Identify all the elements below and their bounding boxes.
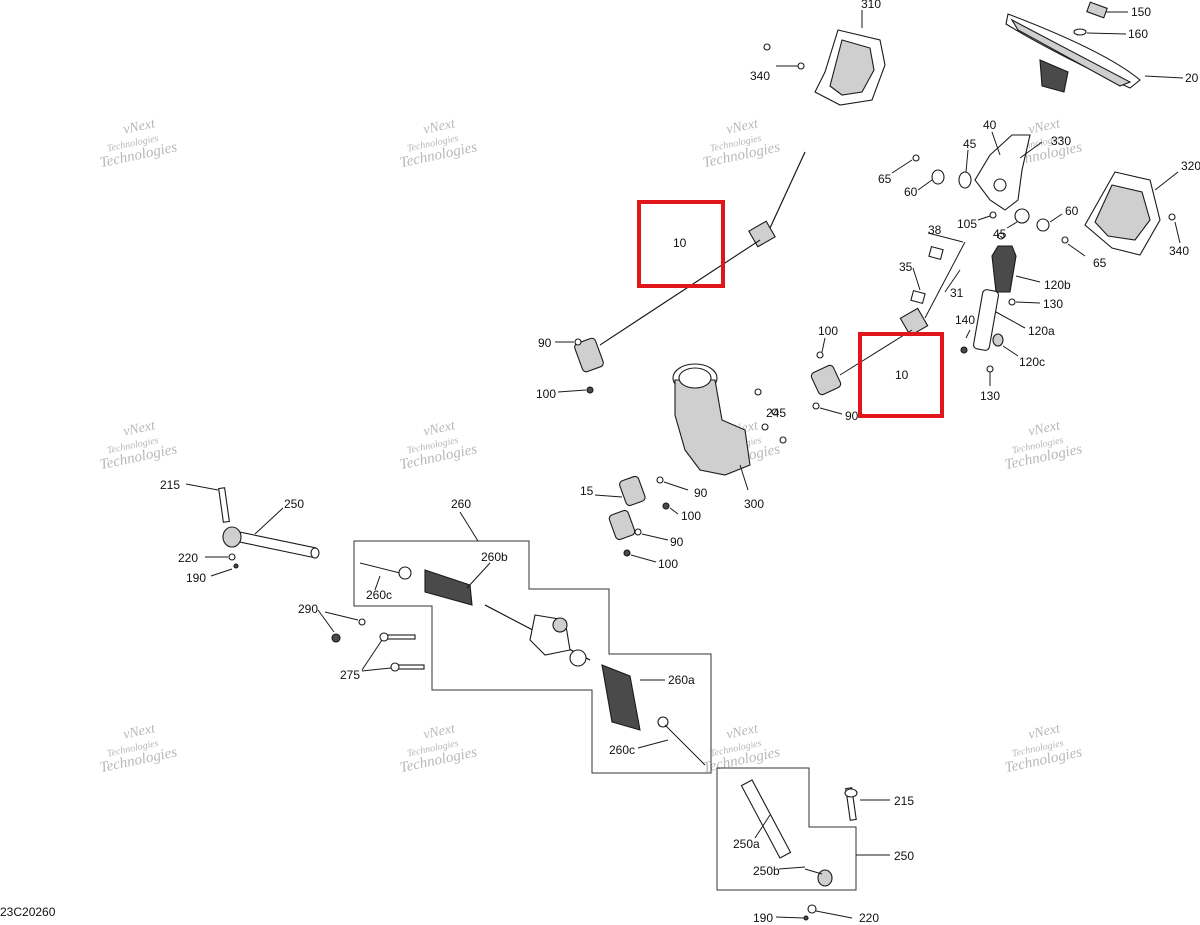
watermark: vNext Technologies Technologies (398, 116, 478, 171)
callout-300: 300 (744, 497, 764, 511)
svg-text:vNext: vNext (1027, 116, 1062, 138)
callout-120c: 120c (1019, 355, 1045, 369)
svg-text:vNext: vNext (1027, 721, 1062, 743)
callout-100: 100 (658, 557, 678, 571)
power-steering-unit-300 (672, 363, 787, 491)
diagram-code: 23C20260 (0, 905, 56, 919)
callout-38: 38 (928, 223, 942, 237)
callout-310: 310 (861, 0, 881, 11)
callout-250: 250 (284, 497, 304, 511)
callout-340: 340 (750, 69, 770, 83)
callout-35: 35 (899, 260, 913, 274)
callout-190: 190 (186, 571, 206, 585)
bushings (891, 149, 1086, 257)
callout-250a: 250a (733, 837, 760, 851)
callout-320: 320 (1181, 159, 1200, 173)
callout-90: 90 (670, 535, 684, 549)
spacers-35-38 (910, 232, 964, 305)
group-outline-260 (353, 540, 712, 774)
svg-text:vNext: vNext (122, 418, 157, 440)
watermark: vNext Technologies Technologies (98, 721, 178, 776)
callout-190: 190 (753, 911, 773, 925)
callout-90: 90 (694, 486, 708, 500)
callout-100: 100 (818, 324, 838, 338)
callout-60: 60 (1065, 204, 1079, 218)
callout-250b: 250b (753, 864, 780, 878)
highlight-box-10b (858, 332, 944, 418)
tie-rod-250-left (185, 483, 320, 577)
watermark: vNext Technologies Technologies (98, 116, 178, 171)
callout-90: 90 (538, 336, 552, 350)
callout-65: 65 (878, 172, 892, 186)
watermark: vNext Technologies Technologies (398, 418, 478, 473)
callout-340: 340 (1169, 244, 1189, 258)
callout-15: 15 (580, 484, 594, 498)
callout-100: 100 (681, 509, 701, 523)
steering-cover-320 (1084, 171, 1181, 256)
callout-260a: 260a (668, 673, 695, 687)
callout-130: 130 (980, 389, 1000, 403)
watermark: vNext Technologies Technologies (398, 721, 478, 776)
callout-105: 105 (957, 217, 977, 231)
callout-10: 10 (673, 236, 687, 250)
callout-120b: 120b (1044, 278, 1071, 292)
svg-text:vNext: vNext (422, 116, 457, 138)
intermediate-shaft-10b (810, 241, 966, 415)
watermark: vNext Technologies Technologies (701, 116, 781, 171)
callout-250: 250 (894, 849, 914, 863)
callout-20: 20 (1185, 71, 1199, 85)
callout-90: 90 (845, 409, 859, 423)
svg-text:vNext: vNext (122, 721, 157, 743)
callout-100: 100 (536, 387, 556, 401)
callout-10: 10 (895, 368, 909, 382)
boot-120b (991, 232, 1041, 293)
housing-120a (960, 289, 1041, 386)
callout-120a: 120a (1028, 324, 1055, 338)
callout-130: 130 (1043, 297, 1063, 311)
callout-260b: 260b (481, 550, 508, 564)
callout-60: 60 (904, 185, 918, 199)
callout-150: 150 (1131, 5, 1151, 19)
svg-text:vNext: vNext (1027, 418, 1062, 440)
callout-31: 31 (950, 286, 964, 300)
callout-45: 45 (963, 137, 977, 151)
callout-290: 290 (298, 602, 318, 616)
callout-260c: 260c (366, 588, 392, 602)
steering-wheel (1005, 13, 1184, 93)
callout-260c: 260c (609, 743, 635, 757)
callout-215: 215 (160, 478, 180, 492)
intermediate-shaft-10a (555, 151, 806, 394)
watermark-group: vNext Technologies Technologies vNext Te… (98, 116, 1083, 776)
svg-text:vNext: vNext (725, 116, 760, 138)
callout-330: 330 (1051, 134, 1071, 148)
callout-275: 275 (340, 668, 360, 682)
bracket-40 (974, 131, 1043, 211)
svg-text:vNext: vNext (725, 721, 760, 743)
watermark: vNext Technologies Technologies (1003, 418, 1083, 473)
callout-220: 220 (859, 911, 879, 925)
lower-u-joint-15 (594, 475, 689, 563)
callout-45: 45 (993, 227, 1007, 241)
watermark: vNext Technologies Technologies (1003, 721, 1083, 776)
callout-65: 65 (1093, 256, 1107, 270)
steering-rack-260 (317, 511, 706, 766)
tie-rod-250-right (740, 779, 890, 921)
horn-pad (1073, 1, 1128, 36)
callout-140: 140 (955, 313, 975, 327)
callout-260: 260 (451, 497, 471, 511)
highlight-box-10a (637, 200, 725, 288)
svg-text:vNext: vNext (122, 116, 157, 138)
callout-215: 215 (894, 794, 914, 808)
callout-220: 220 (178, 551, 198, 565)
group-outline-250 (716, 767, 857, 891)
callout-160: 160 (1128, 27, 1148, 41)
callout-labels: 310 150 160 20 340 40 330 45 65 60 320 1… (160, 0, 1200, 925)
callout-245: 245 (766, 406, 786, 420)
svg-text:vNext: vNext (422, 418, 457, 440)
callout-40: 40 (983, 118, 997, 132)
watermark: vNext Technologies Technologies (98, 418, 178, 473)
steering-cover-310 (763, 10, 886, 106)
svg-text:vNext: vNext (422, 721, 457, 743)
